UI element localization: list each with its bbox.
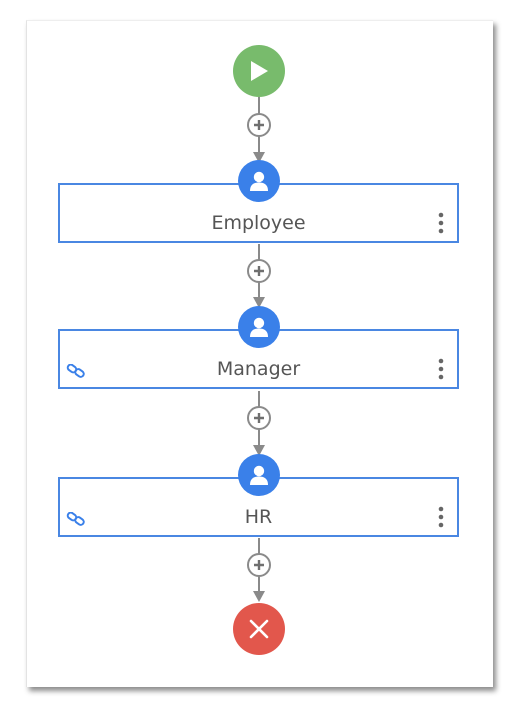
arrowhead (253, 445, 265, 456)
add-step-button[interactable] (247, 553, 271, 577)
end-node[interactable] (233, 603, 285, 655)
arrowhead (253, 152, 265, 163)
step-label: Manager (216, 358, 301, 380)
user-avatar (238, 160, 280, 202)
start-node[interactable] (233, 45, 285, 97)
workflow-step-manager[interactable]: Manager (58, 329, 459, 389)
add-step-button[interactable] (247, 406, 271, 430)
arrowhead (253, 591, 265, 602)
user-avatar (238, 306, 280, 348)
plus-icon (254, 560, 264, 570)
user-icon (250, 317, 268, 337)
add-step-button[interactable] (247, 113, 271, 137)
link-icon[interactable] (66, 364, 86, 378)
close-icon (249, 619, 269, 639)
more-vertical-icon[interactable] (434, 357, 448, 381)
plus-icon (254, 120, 264, 130)
user-icon (250, 171, 268, 191)
plus-icon (254, 413, 264, 423)
step-label: Employee (211, 212, 306, 234)
step-label: HR (244, 506, 273, 528)
more-vertical-icon[interactable] (434, 211, 448, 235)
user-icon (250, 465, 268, 485)
user-avatar (238, 454, 280, 496)
link-icon[interactable] (66, 512, 86, 526)
plus-icon (254, 266, 264, 276)
arrowhead (253, 297, 265, 308)
play-icon (251, 61, 268, 81)
add-step-button[interactable] (247, 259, 271, 283)
more-vertical-icon[interactable] (434, 505, 448, 529)
